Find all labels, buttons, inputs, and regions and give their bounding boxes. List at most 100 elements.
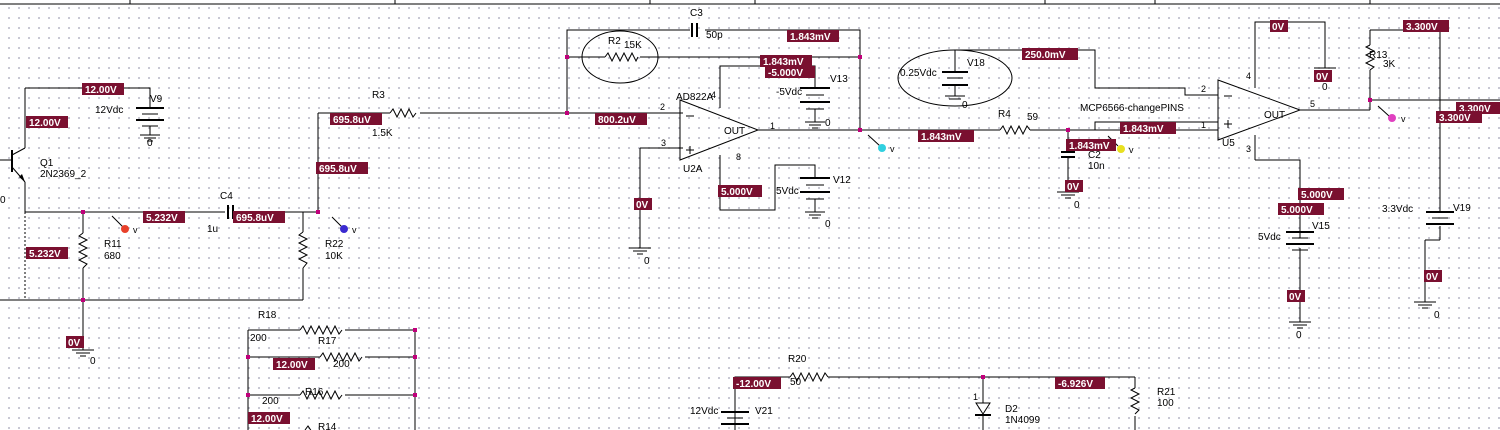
v13-value: -5Vdc	[776, 87, 802, 98]
svg-text:v: v	[890, 144, 895, 154]
svg-text:0V: 0V	[1272, 22, 1285, 33]
svg-text:0V: 0V	[1289, 292, 1302, 303]
vlabel-r22-node: 695.8uV	[316, 162, 368, 175]
gnd-u2	[629, 247, 651, 255]
component-labels: V9 12Vdc Q1 2N2369_2 0 R11 680 C4 1u R22…	[0, 8, 1471, 430]
svg-text:250.0mV: 250.0mV	[1025, 50, 1066, 61]
r22-resistor	[297, 231, 309, 269]
svg-text:12.00V: 12.00V	[85, 85, 117, 96]
r22-name: R22	[325, 239, 344, 250]
svg-text:1.843mV: 1.843mV	[921, 132, 962, 143]
v12-gnd: 0	[825, 219, 831, 230]
probe-r11-marker	[121, 225, 129, 233]
svg-text:1.843mV: 1.843mV	[763, 57, 804, 68]
svg-text:1.843mV: 1.843mV	[790, 32, 831, 43]
r21-value: 100	[1157, 398, 1174, 409]
v12-source	[800, 177, 830, 219]
u2-pin1: 1	[770, 121, 775, 131]
v15-name: V15	[1312, 221, 1330, 232]
vlabel-r13-top: 3.300V	[1403, 20, 1449, 33]
svg-text:5.000V: 5.000V	[1301, 190, 1333, 201]
vlabel-c4-right: 695.8uV	[233, 211, 285, 224]
svg-text:5.232V: 5.232V	[29, 249, 61, 260]
r2-name: R2	[608, 36, 621, 47]
v21-name: V21	[755, 406, 773, 417]
d2-name: D2	[1005, 404, 1018, 415]
q1-transistor	[11, 147, 26, 183]
q1-name: Q1	[40, 158, 54, 169]
d2-diode	[975, 402, 991, 416]
vlabel-u5-vpos: 5.000V	[1298, 188, 1344, 201]
r18-resistor	[299, 324, 343, 336]
v21-source	[721, 411, 749, 425]
r2-highlight	[581, 30, 659, 84]
vlabel-emitter: 5.232V	[26, 247, 68, 260]
svg-text:0V: 0V	[636, 200, 649, 211]
r20-name: R20	[788, 354, 807, 365]
u5-pin1: 1	[1201, 120, 1206, 130]
probe-u2-out[interactable]: v	[867, 134, 895, 154]
probe-u2-out-marker	[878, 144, 886, 152]
vlabel-v18: 250.0mV	[1022, 48, 1078, 61]
svg-text:800.2uV: 800.2uV	[598, 115, 636, 126]
probe-r11[interactable]: v	[111, 215, 138, 235]
svg-text:v: v	[352, 225, 357, 235]
r11-resistor	[77, 232, 89, 269]
v19-gnd: 0	[1434, 310, 1440, 321]
vlabel-c2-node: 1.843mV	[1066, 139, 1116, 152]
svg-text:1.843mV: 1.843mV	[1123, 124, 1164, 135]
r14-resistor	[304, 425, 312, 430]
vlabel-v19-gnd: 0V	[1424, 270, 1442, 283]
v18-highlight	[897, 49, 1013, 107]
svg-text:695.8uV: 695.8uV	[236, 213, 274, 224]
r13-name: R13	[1369, 50, 1388, 61]
r4-value: 59	[1027, 112, 1039, 123]
v9-name: V9	[150, 94, 163, 105]
vlabel-gnd-r11: 0V	[66, 336, 84, 349]
r13-value: 3K	[1383, 59, 1396, 70]
svg-text:3.300V: 3.300V	[1439, 113, 1471, 124]
c2-name: C2	[1088, 150, 1101, 161]
svg-text:5.232V: 5.232V	[146, 213, 178, 224]
v18-value: 0.25Vdc	[900, 68, 937, 79]
vlabel-c2-gnd: 0V	[1065, 180, 1083, 193]
u2-model: AD822A	[676, 92, 714, 103]
v18-name: V18	[967, 58, 985, 69]
r2-value: 15K	[624, 40, 642, 51]
c3-value: 50p	[706, 30, 723, 41]
v9-source	[136, 100, 164, 142]
r16-resistor	[299, 389, 343, 401]
vlabel-u2-in: 800.2uV	[595, 113, 647, 126]
c4-name: C4	[220, 191, 233, 202]
vlabel-u2-vminus: -5.000V	[765, 66, 815, 79]
svg-text:-6.926V: -6.926V	[1058, 379, 1093, 390]
c2-gnd: 0	[1074, 200, 1080, 211]
r4-name: R4	[998, 109, 1011, 120]
voltage-labels: 12.00V 12.00V 5.232V 5.232V 695.8uV 695.…	[26, 20, 1500, 425]
vlabel-c3-right: 1.843mV	[787, 30, 839, 43]
vlabel-r16-left: 12.00V	[248, 412, 290, 425]
u5-gnd: 0	[1322, 82, 1328, 93]
u2-pin8: 8	[736, 152, 741, 162]
svg-text:0V: 0V	[1426, 272, 1439, 283]
v15-value: 5Vdc	[1258, 232, 1281, 243]
r11-name: R11	[104, 239, 122, 250]
v9-value: 12Vdc	[95, 105, 123, 116]
u2-name: U2A	[683, 164, 703, 175]
gnd-r11	[72, 349, 94, 357]
probe-c2-marker	[1117, 145, 1125, 153]
v15-source	[1286, 231, 1314, 329]
v21-value: 12Vdc	[690, 406, 718, 417]
probe-out[interactable]: v	[1377, 105, 1406, 124]
vlabel-d2-node: -6.926V	[1055, 377, 1105, 390]
c3-capacitor	[691, 23, 698, 37]
r3-value: 1.5K	[372, 128, 393, 139]
c4-capacitor	[227, 205, 234, 219]
c2-value: 10n	[1088, 161, 1105, 172]
v18-source	[942, 71, 968, 100]
vlabel-r3-left: 695.8uV	[330, 113, 382, 126]
r18-value: 200	[250, 333, 267, 344]
probe-r22[interactable]: v	[331, 216, 357, 235]
u5-pin3: 3	[1246, 144, 1251, 154]
